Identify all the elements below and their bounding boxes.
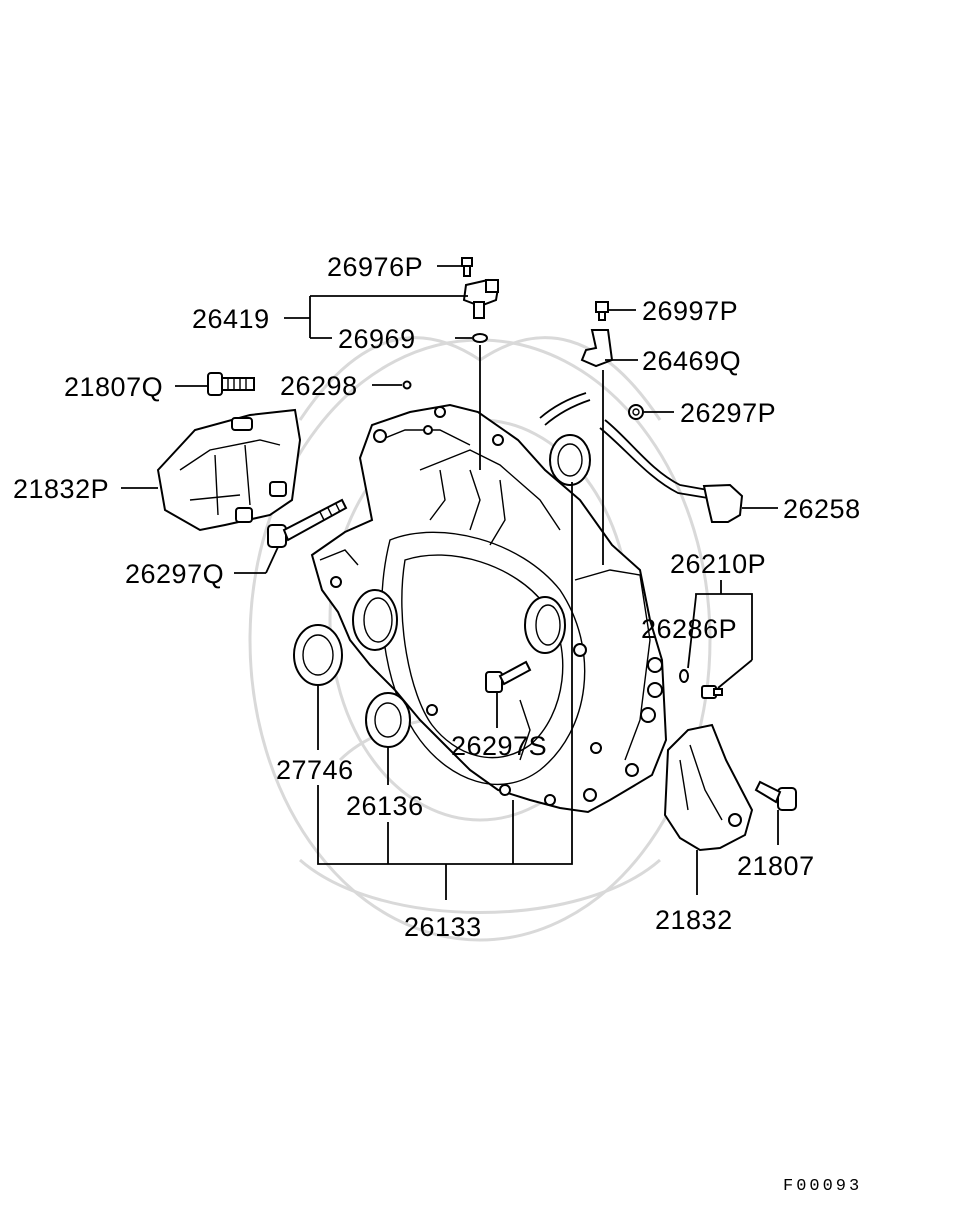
o-ring-26969 bbox=[472, 333, 488, 343]
label-21807Q: 21807Q bbox=[64, 372, 163, 402]
leader-lines bbox=[121, 265, 779, 900]
screw-26976P bbox=[461, 257, 473, 277]
label-26997P: 26997P bbox=[642, 296, 738, 326]
label-26136: 26136 bbox=[346, 791, 424, 821]
label-21807: 21807 bbox=[737, 851, 815, 881]
bracket-21832 bbox=[663, 723, 754, 852]
figure-code: F00093 bbox=[783, 1177, 862, 1196]
label-26298: 26298 bbox=[280, 371, 358, 401]
label-21832: 21832 bbox=[655, 905, 733, 935]
label-27746: 27746 bbox=[276, 755, 354, 785]
label-26976P: 26976P bbox=[327, 252, 423, 282]
bracket-21832P bbox=[156, 408, 302, 532]
label-26469Q: 26469Q bbox=[642, 346, 741, 376]
ring-26286P bbox=[679, 669, 689, 683]
label-26969: 26969 bbox=[338, 324, 416, 354]
bolt-26297S bbox=[485, 660, 532, 693]
label-26297S: 26297S bbox=[451, 731, 547, 761]
oil-seal-upper bbox=[549, 434, 591, 486]
label-21832P: 21832P bbox=[13, 474, 109, 504]
label-26297Q: 26297Q bbox=[125, 559, 224, 589]
bolt-21807Q bbox=[207, 372, 255, 396]
oil-seal-27746 bbox=[293, 624, 343, 686]
label-26133: 26133 bbox=[404, 912, 482, 942]
ring-26298 bbox=[402, 380, 412, 390]
bolt-21807 bbox=[754, 780, 797, 811]
label-26210P: 26210P bbox=[670, 549, 766, 579]
label-26419: 26419 bbox=[192, 304, 270, 334]
sensor-26419 bbox=[462, 278, 500, 319]
screw-26997P bbox=[595, 301, 609, 321]
transaxle-case bbox=[310, 403, 668, 814]
label-26286P: 26286P bbox=[641, 614, 737, 644]
bolt-26210P bbox=[701, 685, 723, 699]
oil-seal-26136 bbox=[365, 692, 411, 748]
label-26258: 26258 bbox=[783, 494, 861, 524]
bracket-26469Q bbox=[580, 329, 614, 368]
nut-26297P bbox=[628, 404, 644, 420]
pipe-26258 bbox=[539, 392, 744, 523]
bolt-26297Q bbox=[267, 498, 348, 548]
label-26297P: 26297P bbox=[680, 398, 776, 428]
